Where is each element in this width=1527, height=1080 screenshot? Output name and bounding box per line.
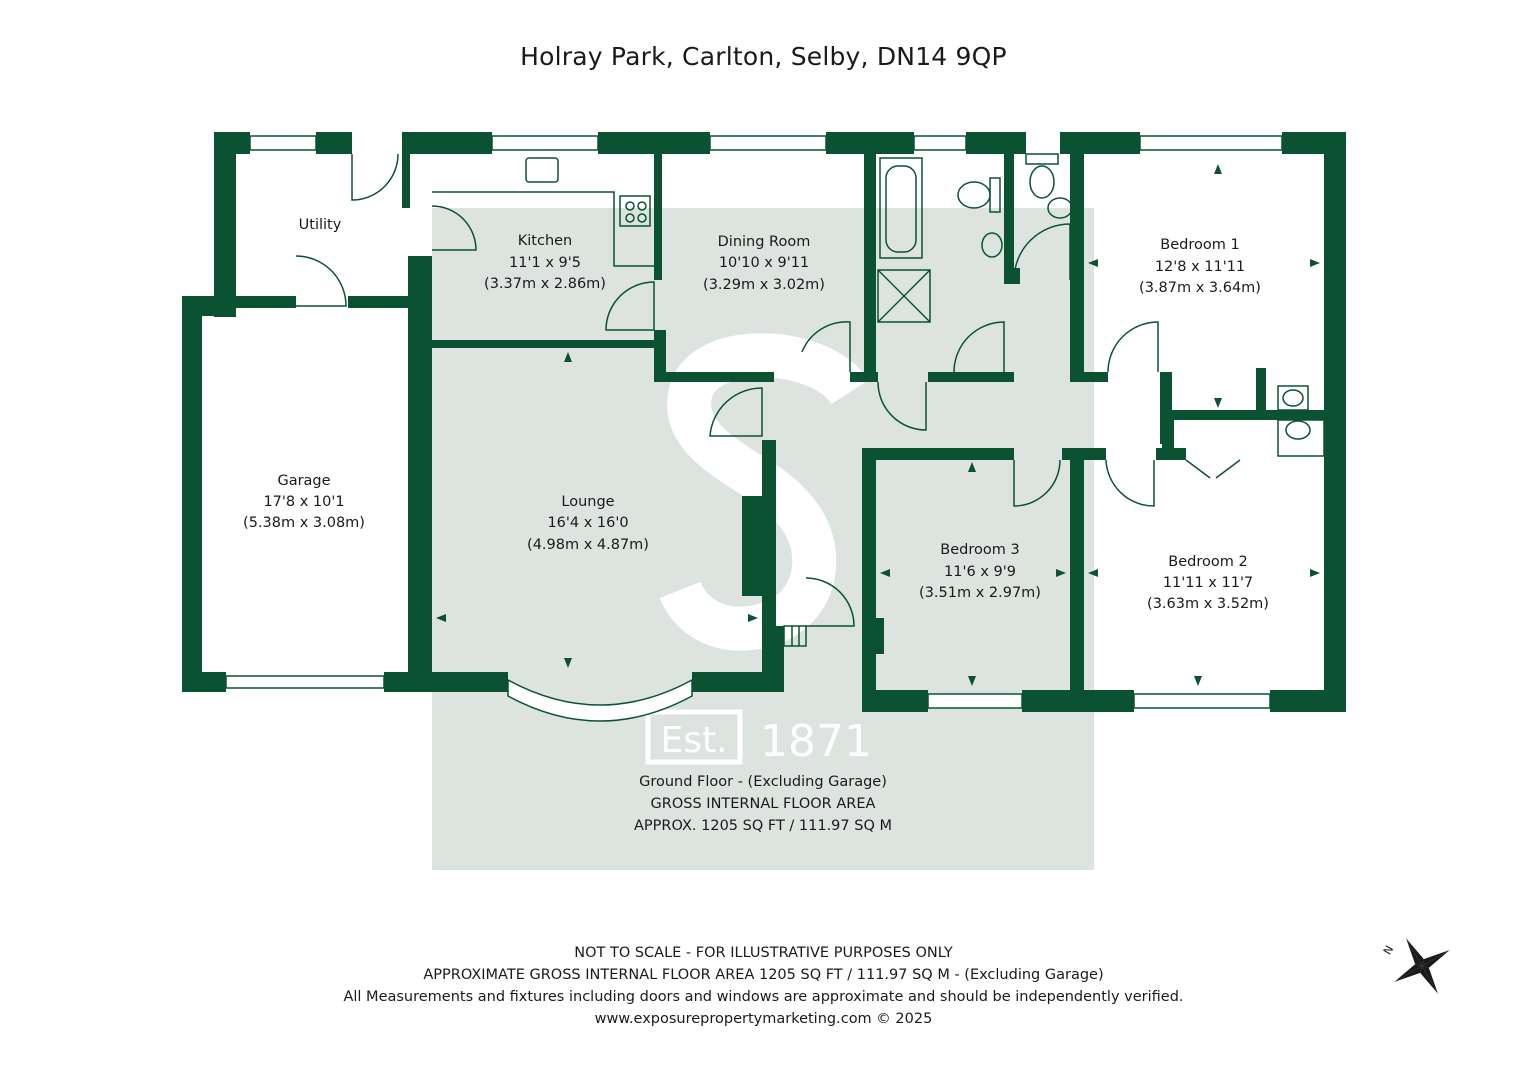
room-dimensions-imperial: 11'6 x 9'9 — [944, 564, 1016, 580]
windows — [225, 135, 1283, 722]
area-summary-line2: GROSS INTERNAL FLOOR AREA — [651, 796, 876, 812]
room-name: Bedroom 3 — [940, 542, 1019, 558]
area-summary-line3: APPROX. 1205 SQ FT / 111.97 SQ M — [634, 818, 892, 834]
watermark-s-logo — [659, 333, 869, 651]
room-dimensions-imperial: 11'11 x 11'7 — [1163, 575, 1253, 591]
room-name: Lounge — [561, 494, 614, 510]
door-swings — [295, 153, 1241, 627]
room-dimensions-metric: (3.87m x 3.64m) — [1139, 280, 1261, 296]
room-utility: Utility — [299, 217, 342, 233]
watermark-est-badge: Est. 1871 — [645, 709, 872, 767]
room-garage: Garage 17'8 x 10'1 (5.38m x 3.08m) — [243, 473, 365, 531]
room-name: Kitchen — [518, 233, 573, 249]
room-dimensions-imperial: 11'1 x 9'5 — [509, 255, 581, 271]
room-name: Dining Room — [718, 234, 811, 250]
room-lounge: Lounge 16'4 x 16'0 (4.98m x 4.87m) — [527, 494, 649, 553]
footer-line-3: All Measurements and fixtures including … — [343, 989, 1184, 1005]
footer-line-4: www.exposurepropertymarketing.com © 2025 — [594, 1011, 933, 1027]
room-bedroom-3: Bedroom 3 11'6 x 9'9 (3.51m x 2.97m) — [919, 542, 1041, 601]
fixtures — [432, 153, 1325, 647]
footer-line-1: NOT TO SCALE - FOR ILLUSTRATIVE PURPOSES… — [574, 945, 953, 961]
footer-line-2: APPROXIMATE GROSS INTERNAL FLOOR AREA 12… — [423, 967, 1104, 983]
compass-north-label: N — [1381, 943, 1396, 957]
room-dimensions-metric: (3.37m x 2.86m) — [484, 276, 606, 292]
watermark-est-text: Est. — [660, 720, 727, 761]
room-dimensions-metric: (5.38m x 3.08m) — [243, 515, 365, 531]
walls — [182, 132, 1346, 712]
room-dimensions-imperial: 16'4 x 16'0 — [547, 515, 628, 531]
room-dining: Dining Room 10'10 x 9'11 (3.29m x 3.02m) — [703, 234, 825, 293]
room-bedroom-1: Bedroom 1 12'8 x 11'11 (3.87m x 3.64m) — [1139, 237, 1261, 296]
room-name: Bedroom 1 — [1160, 237, 1239, 253]
area-summary: Ground Floor - (Excluding Garage) GROSS … — [634, 774, 892, 834]
room-name: Bedroom 2 — [1168, 554, 1247, 570]
watermark-year-text: 1871 — [760, 716, 872, 767]
room-dimensions-metric: (3.51m x 2.97m) — [919, 585, 1041, 601]
room-name: Garage — [277, 473, 330, 489]
room-bedroom-2: Bedroom 2 11'11 x 11'7 (3.63m x 3.52m) — [1147, 554, 1269, 612]
area-summary-line1: Ground Floor - (Excluding Garage) — [639, 774, 887, 790]
room-dimensions-imperial: 17'8 x 10'1 — [263, 494, 344, 510]
room-dimensions-imperial: 12'8 x 11'11 — [1155, 259, 1245, 275]
dimension-markers — [436, 164, 1320, 686]
room-dimensions-metric: (3.29m x 3.02m) — [703, 277, 825, 293]
page-title: Holray Park, Carlton, Selby, DN14 9QP — [520, 42, 1007, 71]
room-kitchen: Kitchen 11'1 x 9'5 (3.37m x 2.86m) — [484, 233, 606, 292]
compass-icon: N — [1381, 938, 1450, 994]
footer-disclaimer: NOT TO SCALE - FOR ILLUSTRATIVE PURPOSES… — [0, 942, 1527, 1030]
room-dimensions-metric: (4.98m x 4.87m) — [527, 537, 649, 553]
room-name: Utility — [299, 217, 342, 233]
room-dimensions-metric: (3.63m x 3.52m) — [1147, 596, 1269, 612]
room-dimensions-imperial: 10'10 x 9'11 — [719, 255, 809, 271]
